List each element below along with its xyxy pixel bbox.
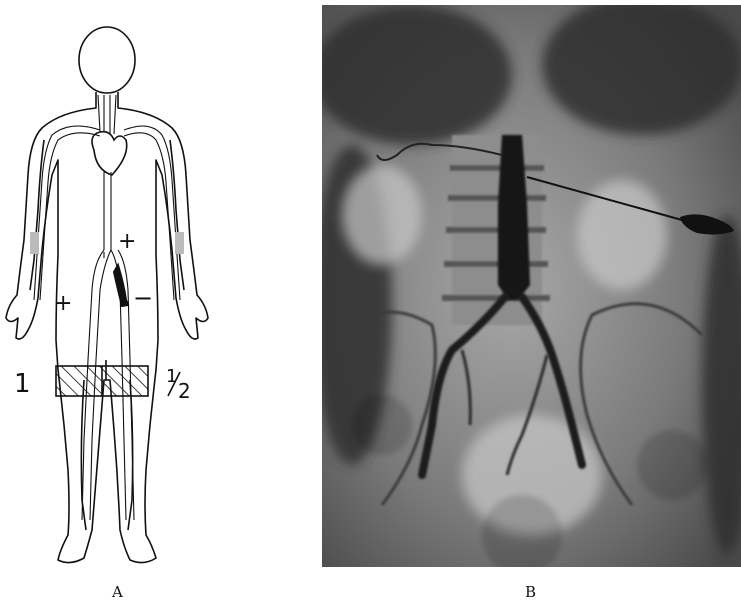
heart-shape — [92, 132, 127, 175]
left-arm-mark — [30, 232, 39, 254]
caption-b: B — [525, 583, 536, 601]
pressure-label-right-numerator: 1 — [166, 366, 177, 387]
caption-a: A — [112, 583, 123, 601]
body-diagram-panel: + + − 1 1 2 — [0, 0, 300, 580]
plus-sign-left: + — [54, 291, 72, 316]
right-arm-mark — [175, 232, 184, 254]
pressure-label-left: 1 — [14, 369, 31, 399]
angiogram-image — [322, 5, 741, 567]
minus-sign-right: − — [133, 284, 153, 312]
spine — [442, 135, 550, 325]
pressure-label-right-denominator: 2 — [178, 379, 191, 403]
angiogram-panel — [322, 5, 741, 567]
body-outline — [6, 27, 208, 563]
body-diagram: + + − 1 1 2 — [0, 0, 300, 580]
plus-sign-upper: + — [118, 229, 136, 254]
